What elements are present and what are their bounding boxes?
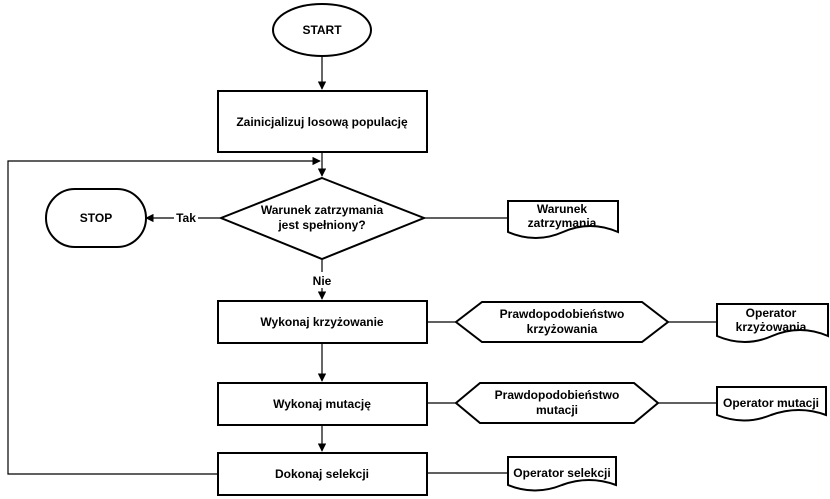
crossover-probability: Prawdopodobieństwo krzyżowania [454,301,670,343]
edge-label-yes: Tak [176,211,196,225]
crossover-operator: Operator krzyżowania [716,303,829,343]
no-label-bg [309,272,335,288]
crossover-prob-line1: Prawdopodobieństwo [500,307,625,321]
start-node: START [272,3,372,57]
init-node: Zainicjalizuj losową populację [217,90,428,153]
init-label: Zainicjalizuj losową populację [236,115,408,129]
crossover-op-line1: Operator [746,306,797,320]
crossover-node: Wykonaj krzyżowanie [217,300,428,344]
condition-label-line1: Warunek zatrzymania [261,203,384,217]
stop-condition-line1: Warunek [537,202,588,216]
selection-operator: Operator selekcji [507,456,617,492]
crossover-op-line2: krzyżowania [736,320,807,334]
stop-condition-line2: zatrzymania [528,216,597,230]
mutation-prob-line2: mutacji [536,403,578,417]
yes-label-bg [174,210,198,226]
condition-node: Warunek zatrzymania jest spełniony? [218,176,427,261]
stop-label: STOP [80,211,112,225]
crossover-label: Wykonaj krzyżowanie [260,315,383,329]
mutation-probability: Prawdopodobieństwo mutacji [454,382,660,424]
edge-selection-loop [7,156,321,475]
crossover-prob-line2: krzyżowania [527,322,598,336]
mutation-prob-line1: Prawdopodobieństwo [495,388,620,402]
condition-label-line2: jest spełniony? [277,218,365,232]
selection-label: Dokonaj selekcji [275,467,369,481]
mutation-node: Wykonaj mutację [217,382,428,426]
selection-op-label: Operator selekcji [513,466,610,480]
stop-condition-param: Warunek zatrzymania [507,200,619,239]
mutation-operator: Operator mutacji [716,386,827,422]
edge-label-no: Nie [313,274,332,288]
selection-node: Dokonaj selekcji [217,452,428,496]
stop-node: STOP [45,188,147,248]
mutation-op-label: Operator mutacji [723,396,819,410]
mutation-label: Wykonaj mutację [273,397,371,411]
start-label: START [302,23,342,37]
